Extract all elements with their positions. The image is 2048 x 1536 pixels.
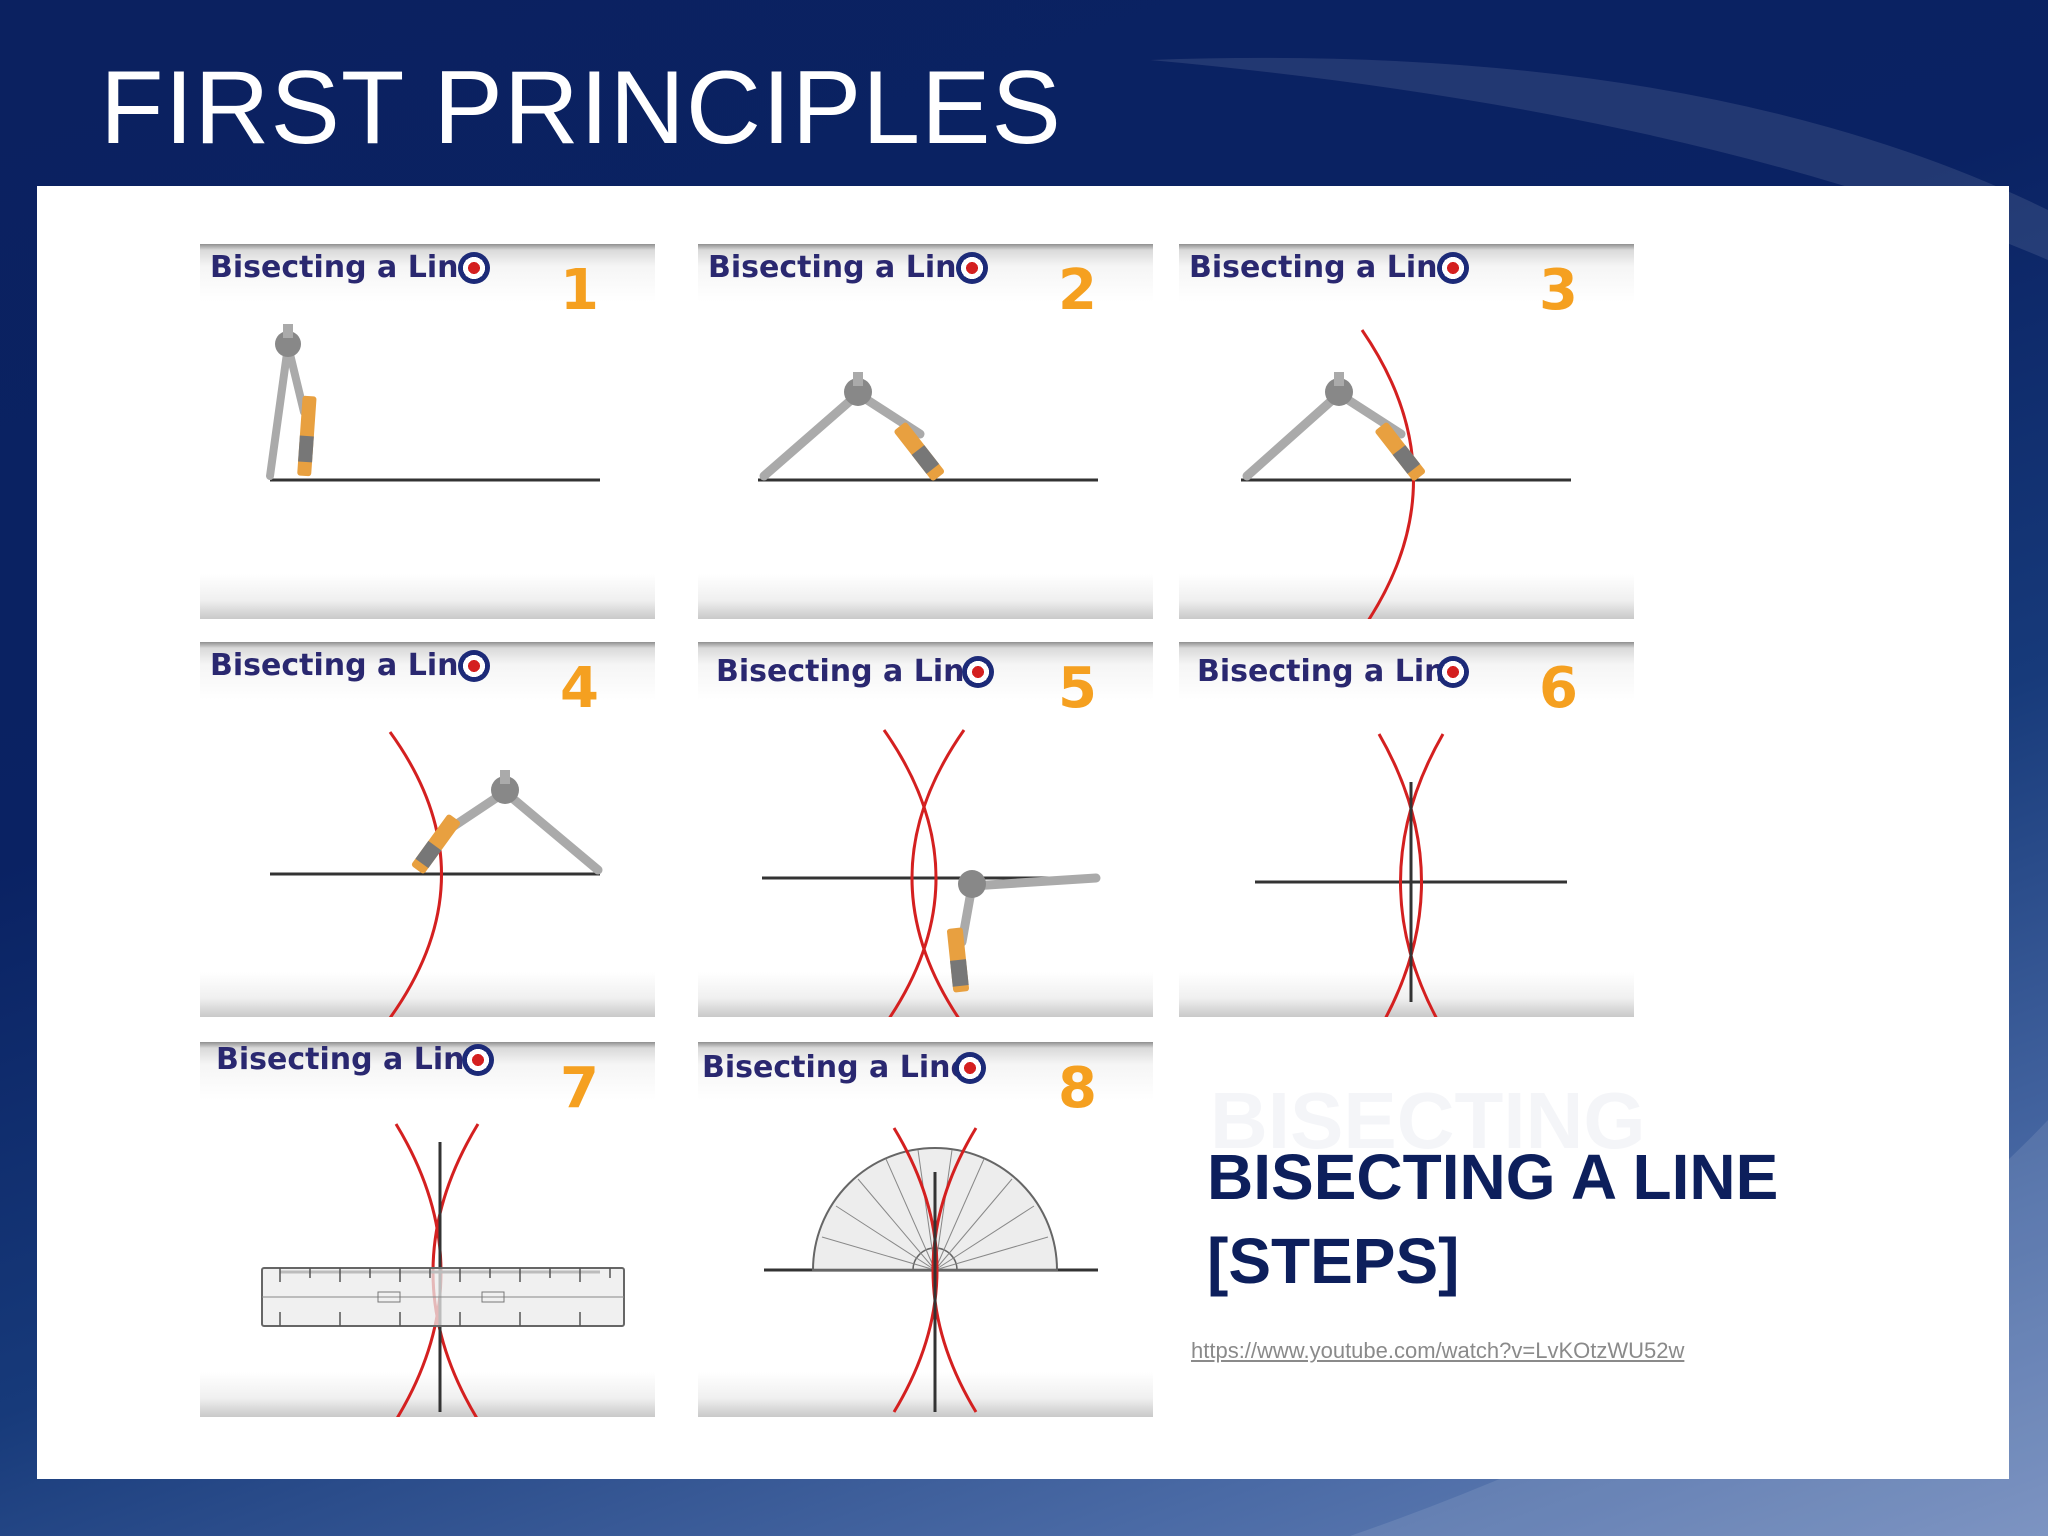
step-number: 6 xyxy=(1539,656,1578,721)
target-icon xyxy=(962,656,994,688)
step-3-diagram xyxy=(1241,329,1571,619)
compass-icon xyxy=(946,870,1101,993)
step-panel-1: Bisecting a Line 1 xyxy=(200,244,655,619)
target-icon xyxy=(458,650,490,682)
ruler-icon xyxy=(261,1267,625,1327)
step-panel-7: Bisecting a Line 7 xyxy=(200,1042,655,1417)
caption-line-1: BISECTING A LINE xyxy=(1207,1141,1779,1213)
step-2-diagram xyxy=(758,372,1098,482)
step-number: 1 xyxy=(560,258,599,323)
source-video-link[interactable]: https://www.youtube.com/watch?v=LvKOtzWU… xyxy=(1191,1338,1685,1363)
content-panel: Bisecting a Line 1 Bisecting a Line 2 xyxy=(37,186,2009,1479)
step-number: 2 xyxy=(1058,258,1097,323)
step-panel-5: Bisecting a Line 5 xyxy=(698,642,1153,1017)
step-number: 7 xyxy=(560,1056,599,1121)
step-8-diagram xyxy=(764,1127,1098,1413)
target-icon xyxy=(1437,656,1469,688)
step-5-diagram xyxy=(762,729,1101,1017)
step-panel-6: Bisecting a Line 6 xyxy=(1179,642,1634,1017)
step-6-diagram xyxy=(1255,733,1567,1017)
caption-title: BISECTING A LINE [STEPS] xyxy=(1207,1135,1778,1303)
step-panel-2: Bisecting a Line 2 xyxy=(698,244,1153,619)
compass-icon xyxy=(266,324,317,480)
step-panel-8: Bisecting a Line 8 xyxy=(698,1042,1153,1417)
target-icon xyxy=(1437,252,1469,284)
panel-label: Bisecting a Line xyxy=(216,1042,485,1077)
panel-label: Bisecting a Line xyxy=(716,654,985,689)
step-number: 8 xyxy=(1058,1056,1097,1121)
step-panel-3: Bisecting a Line 3 xyxy=(1179,244,1634,619)
panel-label: Bisecting a Line xyxy=(708,250,977,285)
step-1-diagram xyxy=(266,324,600,482)
step-panel-4: Bisecting a Line 4 xyxy=(200,642,655,1017)
target-icon xyxy=(954,1052,986,1084)
step-7-diagram xyxy=(261,1123,625,1417)
caption-ghost-text: BISECTING xyxy=(1210,1076,1646,1165)
target-icon xyxy=(458,252,490,284)
step-number: 3 xyxy=(1539,258,1578,323)
step-4-diagram xyxy=(270,731,603,1017)
compass-icon xyxy=(411,770,603,875)
step-number: 4 xyxy=(560,656,599,721)
caption-line-2: [STEPS] xyxy=(1207,1225,1460,1297)
target-icon xyxy=(462,1044,494,1076)
panel-label: Bisecting a Line xyxy=(1197,654,1466,689)
step-number: 5 xyxy=(1058,656,1097,721)
compass-icon xyxy=(1242,372,1426,481)
compass-icon xyxy=(759,372,945,481)
panel-label: Bisecting a Line xyxy=(210,250,479,285)
target-icon xyxy=(956,252,988,284)
panel-label: Bisecting a Line xyxy=(210,648,479,683)
panel-label: Bisecting a Line xyxy=(702,1050,971,1085)
slide-title: FIRST PRINCIPLES xyxy=(100,50,1062,166)
panel-label: Bisecting a Line xyxy=(1189,250,1458,285)
